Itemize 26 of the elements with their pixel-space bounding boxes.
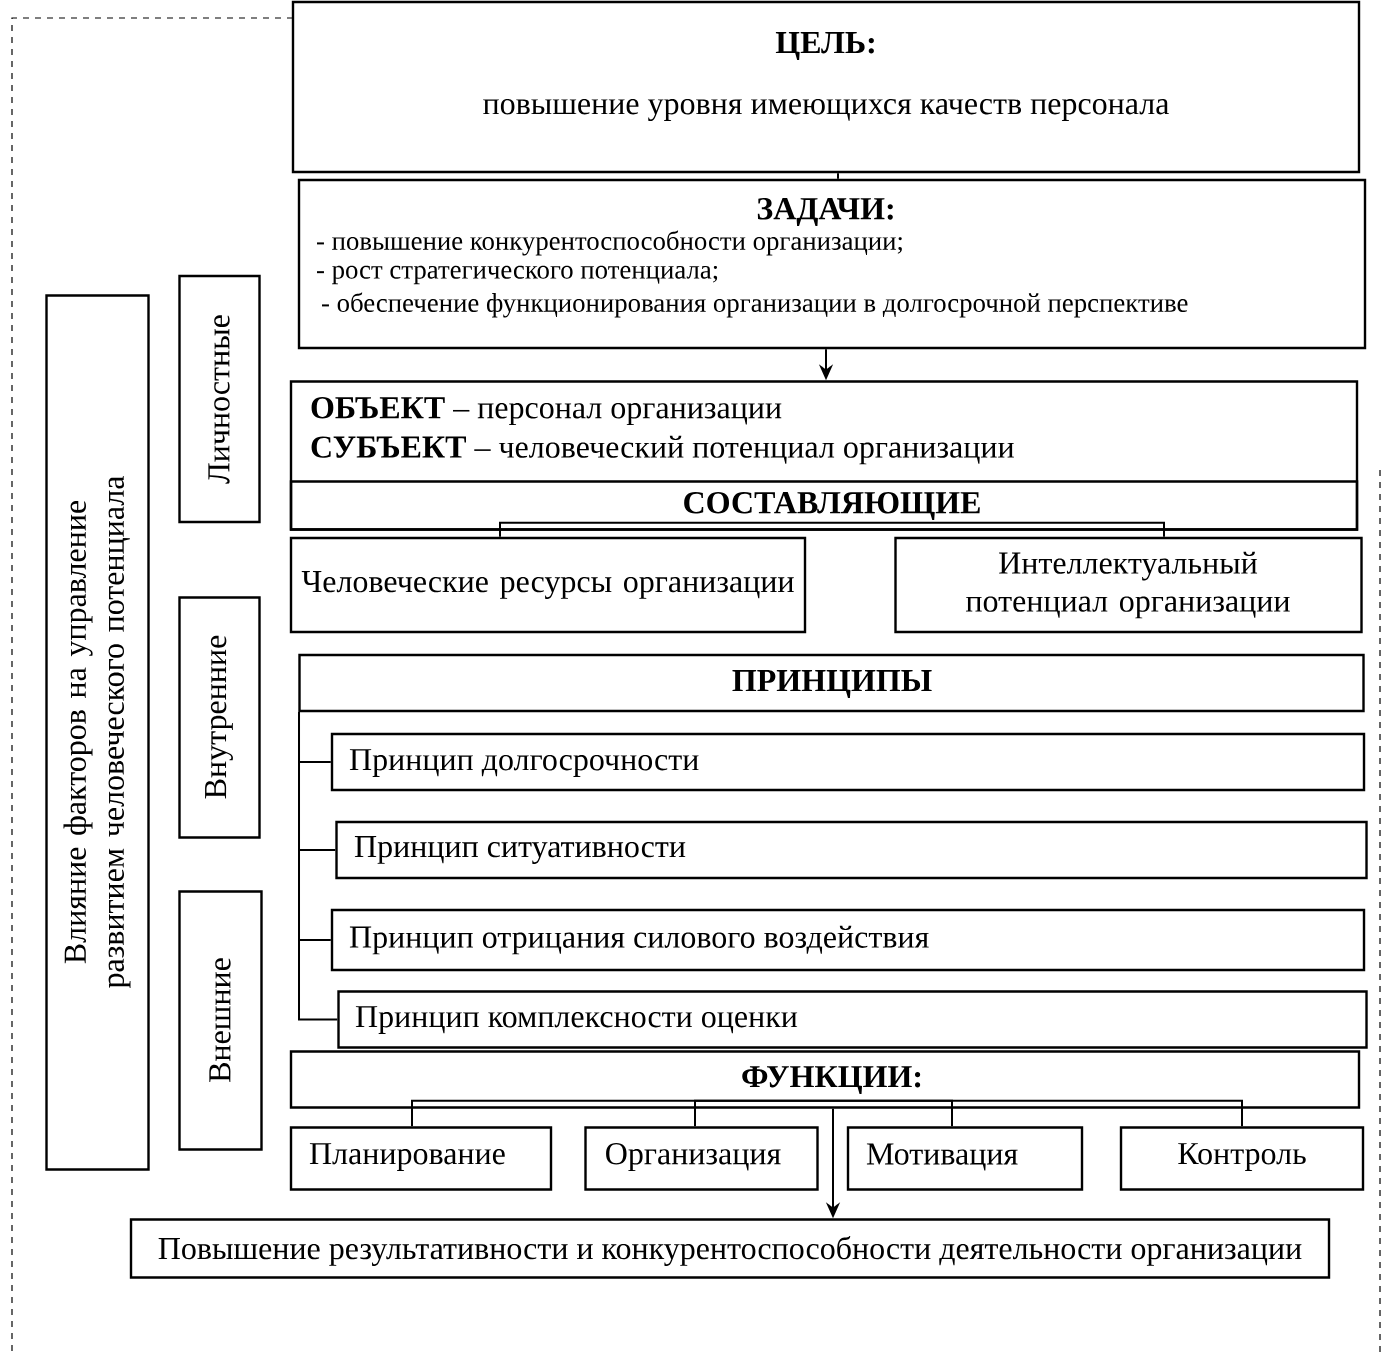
function-box: Контроль: [1119, 1126, 1365, 1191]
factor-box: Влияние факторов на управление развитием человеческого потенциала: [45, 294, 150, 1171]
factor-box: Личностные: [178, 274, 261, 524]
function-box: Организация: [584, 1126, 819, 1191]
principle-box: Принцип отрицания силового воздействия: [330, 908, 1366, 972]
connector-line: [831, 1099, 1243, 1128]
factor-box: Внутренние: [178, 596, 261, 839]
function-box: Мотивация: [846, 1126, 1084, 1191]
connector-line: [831, 521, 1165, 538]
connector-line: [499, 521, 833, 538]
principle-box: Принцип ситуативности: [335, 820, 1368, 880]
connector-line: [837, 172, 839, 180]
heading-box: СОСТАВЛЯЮЩИЕ: [289, 480, 1359, 531]
result-box: Повышение результативности и конкурентоспособности деятельности организации: [129, 1218, 1331, 1279]
tasks-box: ЗАДАЧИ: - повышение конкурентоспособности организации; - рост стратегического потенциала; - обеспечение функционирования организации в долгосрочной перспективе: [297, 178, 1367, 350]
connector-line: [298, 711, 339, 1021]
heading-box: ПРИНЦИПЫ: [298, 653, 1365, 713]
goal-box: ЦЕЛЬ: повышение уровня имеющихся качеств персонала: [291, 0, 1361, 174]
component-box: Интеллектуальный потенциал организации: [894, 536, 1363, 634]
heading-box: ФУНКЦИИ:: [289, 1050, 1361, 1109]
principle-box: Принцип комплексности оценки: [337, 990, 1368, 1049]
factor-box: Внешние: [178, 890, 263, 1151]
principle-box: Принцип долгосрочности: [330, 732, 1366, 792]
component-box: Человеческие ресурсы организации: [289, 536, 807, 634]
function-box: Планирование: [289, 1126, 553, 1191]
connector-line: [694, 1099, 833, 1128]
